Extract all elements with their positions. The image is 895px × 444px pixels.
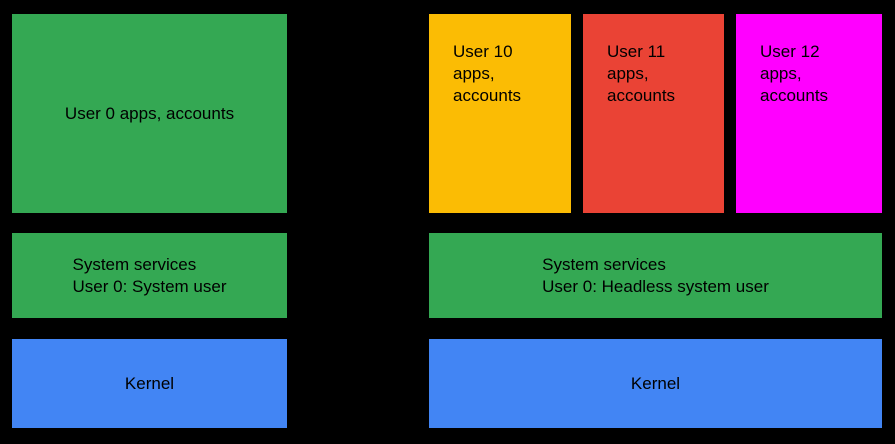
right-system-services-label: System services User 0: Headless system … xyxy=(542,254,769,296)
right-user10-apps-label: User 10 apps, accounts xyxy=(453,42,522,105)
left-kernel-box: Kernel xyxy=(12,339,287,428)
left-user0-apps-box: User 0 apps, accounts xyxy=(12,14,287,213)
right-kernel-box: Kernel xyxy=(429,339,882,428)
left-system-services-box: System services User 0: System user xyxy=(12,233,287,318)
right-user12-apps-box: User 12 apps, accounts xyxy=(736,14,882,213)
right-user12-apps-label: User 12 apps, accounts xyxy=(760,42,829,105)
right-system-services-box: System services User 0: Headless system … xyxy=(429,233,882,318)
right-user11-apps-box: User 11 apps, accounts xyxy=(583,14,724,213)
left-user0-apps-label: User 0 apps, accounts xyxy=(64,103,235,123)
right-kernel-label: Kernel xyxy=(630,373,681,393)
right-user11-apps-label: User 11 apps, accounts xyxy=(607,42,676,105)
left-kernel-label: Kernel xyxy=(124,373,175,393)
right-user10-apps-box: User 10 apps, accounts xyxy=(429,14,571,213)
left-system-services-label: System services User 0: System user xyxy=(72,254,227,296)
